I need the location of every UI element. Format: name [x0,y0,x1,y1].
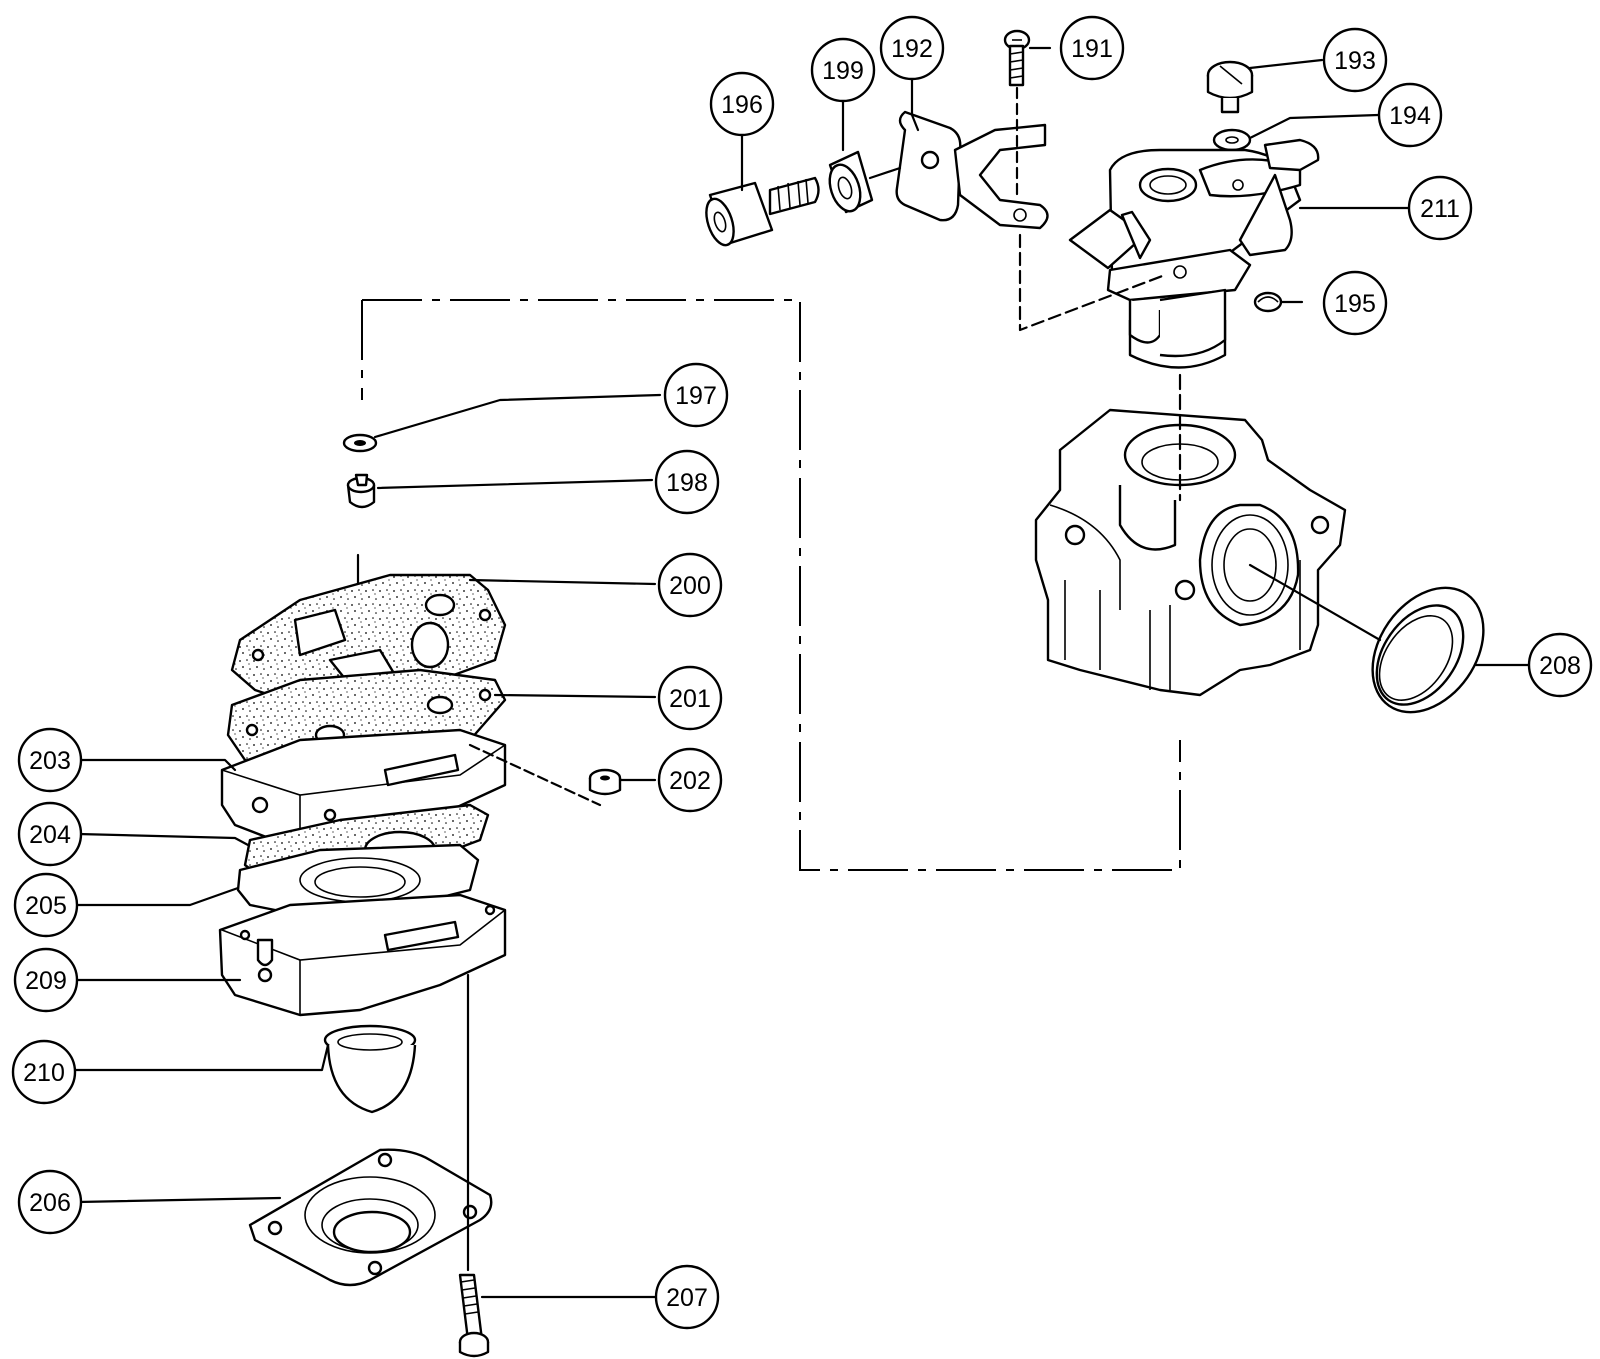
lever-bracket-part-192 [868,110,1049,230]
valve-alignment-line [468,743,602,807]
callout-191: 191 [1059,15,1125,81]
adjust-screw-part-193 [1206,60,1254,114]
callout-200: 200 [657,552,723,618]
callout-199: 199 [810,37,876,103]
carburetor-body [1034,408,1347,697]
valve-part-202 [588,768,622,796]
callout-208: 208 [1527,632,1593,698]
callout-199-label: 199 [822,57,864,85]
callout-193: 193 [1322,27,1388,93]
callout-194-label: 194 [1389,102,1431,130]
callout-203: 203 [17,727,83,793]
callout-200-label: 200 [669,572,711,600]
callout-210-label: 210 [23,1059,65,1087]
screw-part-207 [458,973,490,1358]
callout-197: 197 [663,362,729,428]
callout-206: 206 [17,1169,83,1235]
callout-208-label: 208 [1539,652,1581,680]
hose-fitting-part-196 [705,176,820,247]
callout-205: 205 [13,872,79,938]
callout-198-label: 198 [666,469,708,497]
callout-195-label: 195 [1334,290,1376,318]
assembly-boundary [361,299,1181,871]
callout-192: 192 [879,15,945,81]
nut-part-199 [828,150,874,214]
callout-193-label: 193 [1334,47,1376,75]
callout-192-label: 192 [891,35,933,63]
callout-191-label: 191 [1071,35,1113,63]
callout-196: 196 [709,71,775,137]
clip-part-195 [1253,291,1283,313]
primer-bulb-part-210 [323,1024,417,1114]
leader-lines [72,46,1534,1299]
callout-207-label: 207 [666,1284,708,1312]
callout-206-label: 206 [29,1189,71,1217]
callout-194: 194 [1377,82,1443,148]
callout-202: 202 [657,747,723,813]
callout-201-label: 201 [669,685,711,713]
screw-part-191 [1003,29,1031,202]
callout-207: 207 [654,1264,720,1330]
callout-204-label: 204 [29,821,71,849]
callout-201: 201 [657,665,723,731]
needle-valve-part-198 [346,473,376,509]
callout-204: 204 [17,801,83,867]
callout-202-label: 202 [669,767,711,795]
callout-209: 209 [13,947,79,1013]
callout-211: 211 [1407,175,1473,241]
callout-197-label: 197 [675,382,717,410]
choke-assembly-part-211 [1068,138,1320,369]
callout-209-label: 209 [25,967,67,995]
callout-195: 195 [1322,270,1388,336]
callout-210: 210 [11,1039,77,1105]
callout-196-label: 196 [721,91,763,119]
washer-part-197 [342,433,378,453]
washer-part-194 [1212,128,1252,152]
seal-ring-part-208 [1371,586,1485,714]
cover-plate-part-209 [218,893,507,1017]
seal-alignment-line [1248,563,1382,642]
callout-205-label: 205 [25,892,67,920]
callout-203-label: 203 [29,747,71,775]
pump-cover-part-206 [248,1148,493,1287]
callout-211-label: 211 [1420,195,1460,223]
screw-alignment-line [1018,233,1167,332]
callout-198: 198 [654,449,720,515]
